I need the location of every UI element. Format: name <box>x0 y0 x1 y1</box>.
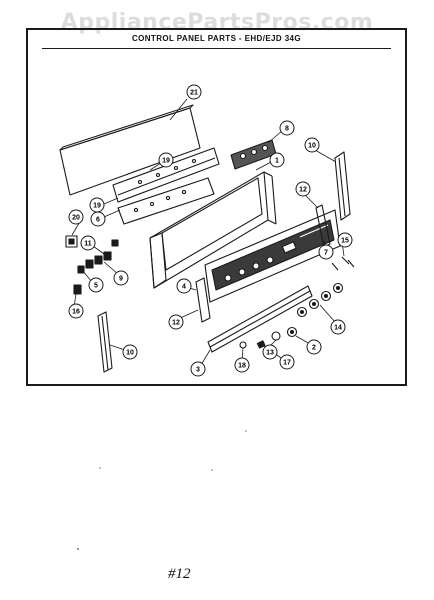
callout-label: 4 <box>182 284 186 291</box>
scan-specks <box>77 430 247 550</box>
diagram-title: CONTROL PANEL PARTS - EHD/EJD 34G <box>131 34 302 43</box>
leader-lines <box>71 98 345 366</box>
part-rear-panel <box>59 104 201 196</box>
part-indicator <box>73 284 82 295</box>
callout-label: 8 <box>285 126 289 133</box>
callout-label: 18 <box>238 363 246 370</box>
callout-12a: 12 <box>295 181 311 197</box>
callout-label: 12 <box>299 187 307 194</box>
part-knob-parts <box>271 326 298 341</box>
callouts: 21 8 1 10 19 19 6 20 11 9 5 16 12 7 15 4… <box>68 84 353 377</box>
callout-label: 19 <box>162 158 170 165</box>
part-clock-module <box>230 139 277 170</box>
callout-11: 11 <box>80 235 96 251</box>
callout-label: 6 <box>96 217 100 224</box>
callout-4: 4 <box>176 278 192 294</box>
callout-label: 9 <box>119 276 123 283</box>
callout-3: 3 <box>190 361 206 377</box>
callout-16: 16 <box>68 303 84 319</box>
callout-label: 12 <box>172 320 180 327</box>
callout-2: 2 <box>306 339 322 355</box>
part-side-trim-left <box>97 311 113 373</box>
page-note: #12 <box>168 566 191 582</box>
callout-label: 17 <box>283 360 291 367</box>
part-end-cap-left <box>195 277 211 323</box>
diagram-frame: CONTROL PANEL PARTS - EHD/EJD 34G <box>26 28 407 386</box>
callout-10: 10 <box>304 137 320 153</box>
callout-19a: 19 <box>158 152 174 168</box>
callout-label: 21 <box>190 90 198 97</box>
callout-17: 17 <box>279 354 295 370</box>
part-faceplate <box>204 209 341 303</box>
callout-14: 14 <box>330 319 346 335</box>
callout-label: 3 <box>196 367 200 374</box>
callout-10b: 10 <box>122 344 138 360</box>
callout-label: 16 <box>72 309 80 316</box>
callout-7: 7 <box>318 244 334 260</box>
callout-label: 13 <box>266 350 274 357</box>
part-small-fasteners <box>239 340 266 349</box>
callout-1: 1 <box>269 152 285 168</box>
part-screws <box>331 256 355 271</box>
part-bracket <box>117 177 215 225</box>
callout-label: 15 <box>341 238 349 245</box>
callout-label: 5 <box>94 283 98 290</box>
callout-15: 15 <box>337 232 353 248</box>
part-panel-frame <box>149 171 277 289</box>
callout-8: 8 <box>279 120 295 136</box>
part-control-strip <box>112 147 220 203</box>
title-rule <box>42 48 391 49</box>
callout-18: 18 <box>234 357 250 373</box>
callout-label: 19 <box>93 203 101 210</box>
part-knobs <box>296 282 344 318</box>
callout-6: 6 <box>90 211 106 227</box>
part-end-cap-right <box>315 204 331 248</box>
callout-label: 20 <box>72 215 80 222</box>
part-trim-strip <box>207 285 313 353</box>
callout-label: 2 <box>312 345 316 352</box>
callout-20: 20 <box>68 209 84 225</box>
part-switch-block <box>65 235 78 248</box>
callout-5: 5 <box>88 277 104 293</box>
callout-12b: 12 <box>168 314 184 330</box>
callout-label: 7 <box>324 250 328 257</box>
callout-label: 14 <box>334 325 342 332</box>
part-side-trim-right <box>334 151 351 221</box>
callout-21: 21 <box>186 84 202 100</box>
watermark: AppliancePartsPros.com <box>60 10 374 35</box>
callout-19b: 19 <box>89 197 105 213</box>
callout-label: 11 <box>84 241 92 248</box>
callout-13: 13 <box>262 344 278 360</box>
callout-9: 9 <box>113 270 129 286</box>
callout-label: 1 <box>275 158 279 165</box>
part-switch-set <box>77 239 119 274</box>
callout-label: 10 <box>126 350 134 357</box>
callout-label: 10 <box>308 143 316 150</box>
